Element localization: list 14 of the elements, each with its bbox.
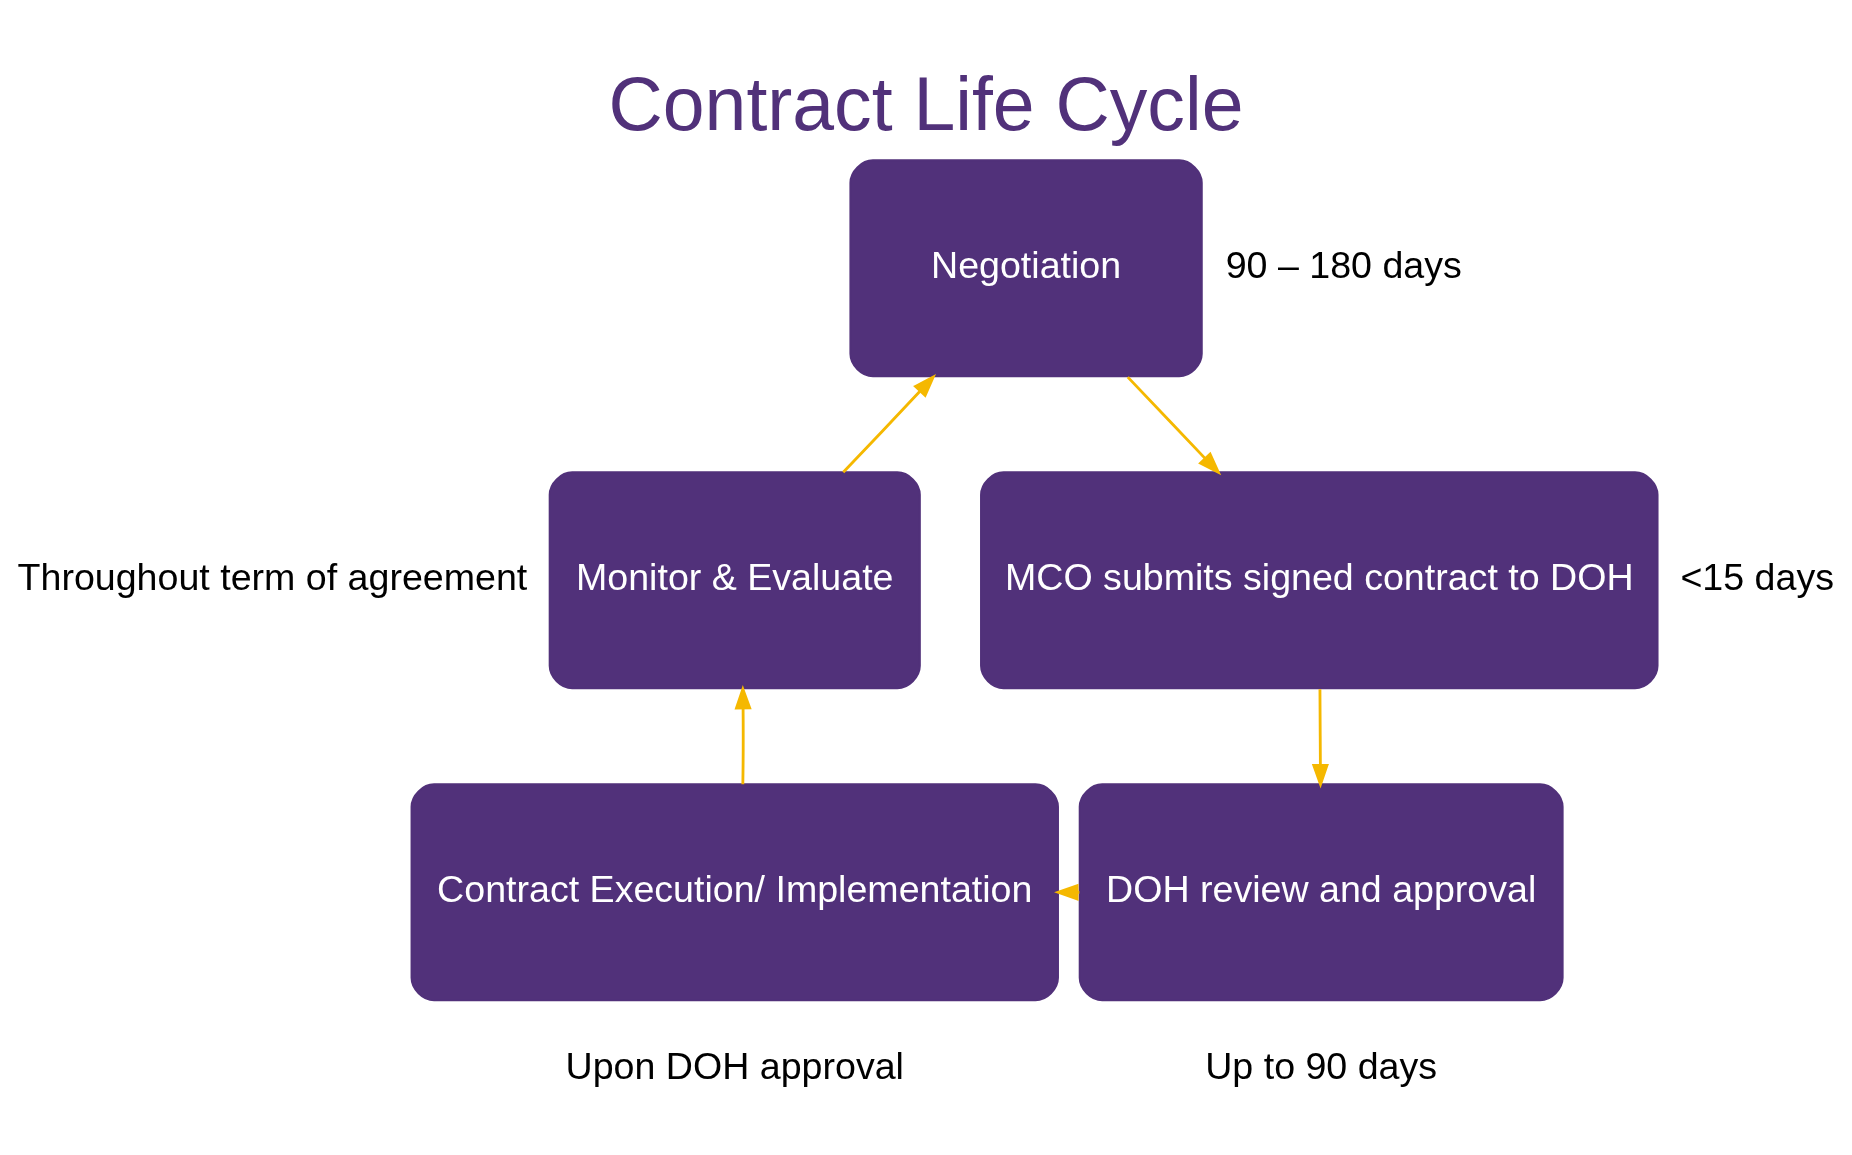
node-box: MCO submits signed contract to DOH (980, 471, 1659, 690)
node-label: <15 days (1680, 555, 1834, 598)
node-label: 90 – 180 days (1225, 243, 1462, 286)
node-label: Upon DOH approval (565, 1045, 904, 1088)
arrow (842, 374, 936, 474)
node-box: Contract Execution/ Implementation (410, 783, 1059, 1002)
node-box: Monitor & Evaluate (548, 471, 921, 690)
node-label: Throughout term of agreement (17, 555, 528, 598)
arrow (1126, 376, 1222, 476)
arrow (734, 684, 752, 785)
node-box: Negotiation (849, 159, 1203, 378)
diagram-title: Contract Life Cycle (608, 62, 1244, 147)
arrow (1311, 689, 1329, 789)
node-label: Up to 90 days (1205, 1045, 1438, 1088)
